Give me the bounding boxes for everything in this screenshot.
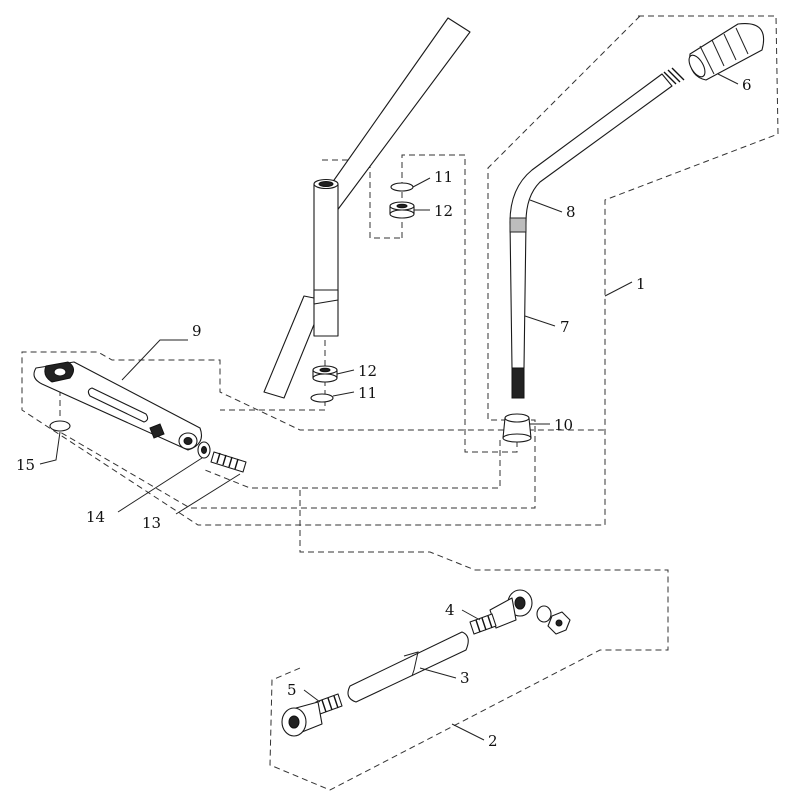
lower-clip-11 [310, 393, 334, 403]
frame-post-bore [318, 181, 334, 187]
callout-7: 7 [560, 318, 570, 336]
stud-4-thread [475, 615, 493, 633]
bushing-top-routing [322, 154, 518, 453]
leader-11b [332, 391, 355, 397]
leader-11a [412, 177, 431, 188]
frame-tube [263, 17, 471, 399]
leader-12b [336, 369, 355, 375]
part-7-8-shaft [509, 67, 685, 399]
callout-9: 9 [192, 322, 202, 340]
upper-clip-11 [390, 182, 414, 192]
leader-9 [121, 339, 188, 381]
callout-15: 15 [16, 456, 35, 474]
callout-10: 10 [554, 416, 573, 434]
upper-11-12-hardware [389, 182, 415, 219]
callout-1: 1 [636, 275, 646, 293]
frame-vertical-post [313, 183, 339, 337]
bracket-clip-15 [49, 420, 71, 432]
knob-end [688, 54, 706, 78]
lower-bushing-bore [319, 367, 331, 373]
leader-7 [524, 315, 556, 327]
leader-2 [451, 723, 485, 741]
part-14-washer [197, 441, 211, 459]
part-6-knob [688, 22, 765, 81]
callout-14: 14 [86, 508, 105, 526]
part-10-boot [502, 413, 532, 443]
callout-12a: 12 [434, 202, 453, 220]
leader-4 [461, 609, 481, 621]
upper-bushing-bore [396, 203, 408, 209]
callout-6: 6 [742, 76, 752, 94]
part-9-bracket [33, 361, 203, 451]
stud-13 [210, 451, 247, 473]
callout-11a: 11 [434, 168, 453, 186]
callout-11b: 11 [358, 384, 377, 402]
shaft-upper-bend [509, 73, 673, 223]
part-13-stud [210, 451, 247, 473]
callout-13: 13 [142, 514, 161, 532]
top-washer [536, 605, 552, 623]
callout-2: 2 [488, 732, 498, 750]
stud-13-thread [216, 452, 239, 470]
callout-8: 8 [566, 203, 576, 221]
leader-6 [717, 73, 739, 85]
shaft-lower-routing [204, 440, 501, 489]
assembly-2-outline [269, 490, 669, 791]
callout-12b: 12 [358, 362, 377, 380]
frame-junction [313, 289, 339, 305]
lower-bushing-bottom [312, 373, 338, 383]
boot-bottom [502, 433, 532, 443]
leader-8 [529, 199, 563, 213]
shaft-routing-line [59, 15, 641, 509]
top-rod-end-bore [514, 596, 526, 610]
leader-3 [419, 667, 457, 679]
callout-3: 3 [460, 669, 470, 687]
leader-5 [303, 689, 321, 703]
group-outlines [21, 15, 779, 791]
bracket-head-bore [53, 367, 67, 377]
callout-labels: 1 2 3 4 5 6 7 8 9 10 11 11 12 12 13 14 1… [16, 76, 752, 750]
shaft-lower-straight [509, 221, 527, 369]
rod-3 [347, 631, 469, 703]
callout-5: 5 [287, 681, 297, 699]
leader-lines [39, 73, 739, 741]
leader-14 [117, 457, 203, 513]
knob-grip-rings [699, 27, 749, 75]
callout-4: 4 [445, 601, 455, 619]
washer-14-bore [201, 446, 207, 454]
leader-1 [604, 281, 633, 297]
top-nut-bore [555, 619, 563, 627]
shaft-bottom-thread [511, 367, 525, 399]
upper-bushing-bottom [389, 209, 415, 219]
bushing-bottom-routing [220, 340, 326, 411]
assembly-1-outline [21, 15, 779, 526]
lower-11-12-hardware [310, 365, 338, 403]
rod-3-split [403, 651, 419, 677]
shaft-top-thread [663, 67, 685, 85]
bracket-end-bore [183, 437, 193, 445]
part-2-linkage [281, 589, 571, 737]
leader-13 [175, 473, 241, 515]
shaft-collar [509, 217, 527, 233]
bracket-slot [87, 387, 149, 423]
bottom-rod-end-bore [288, 715, 300, 729]
stud-5-thread [321, 695, 339, 713]
boot-top [504, 413, 530, 423]
bracket-side-notch [149, 423, 165, 439]
leader-15 [39, 431, 61, 465]
